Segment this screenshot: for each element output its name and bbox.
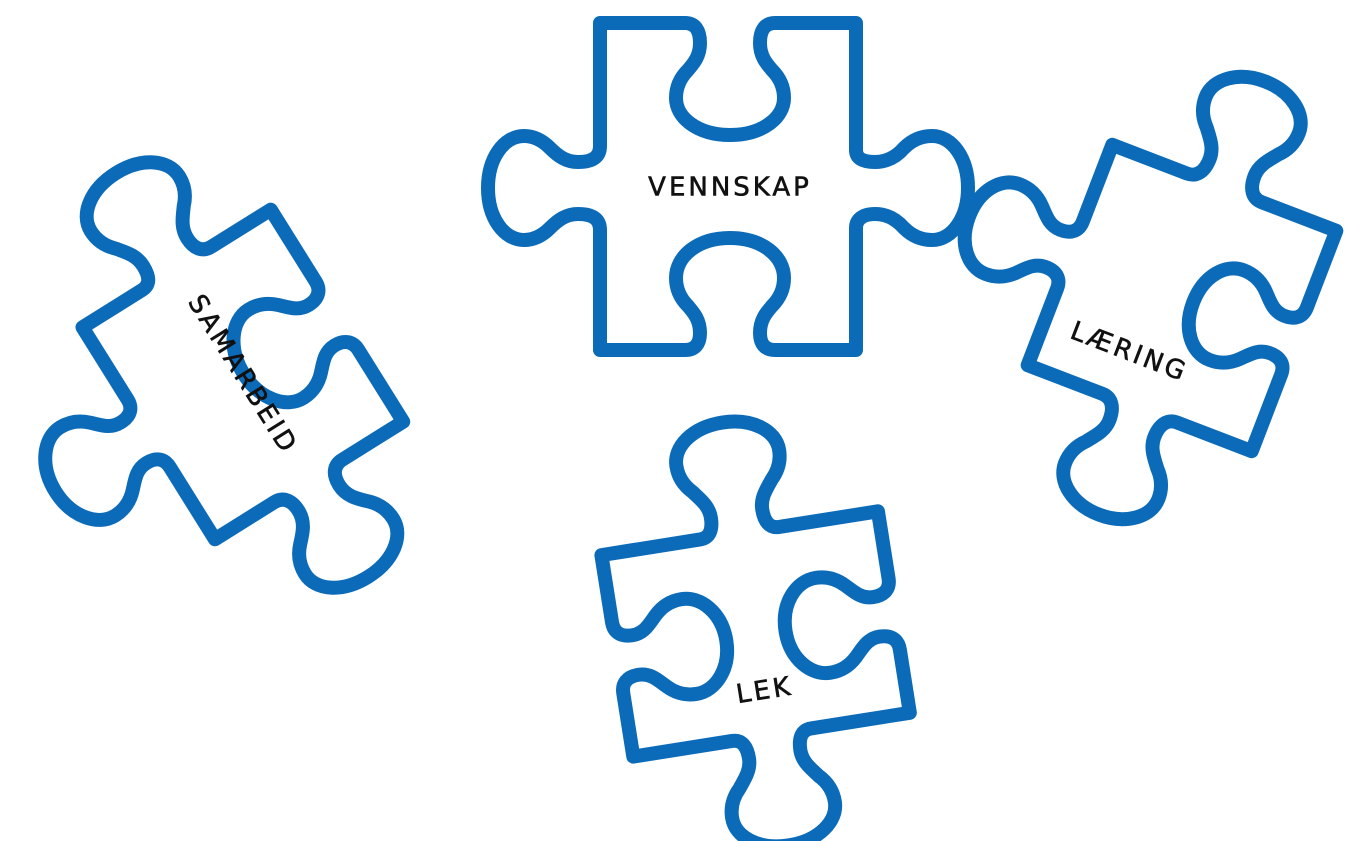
puzzle-piece-lek: LEK [594,414,917,841]
puzzle-piece-samarbeid-outline [38,155,411,595]
puzzle-piece-laering: LÆRING [957,69,1344,527]
puzzle-piece-vennskap-outline [481,16,975,357]
puzzle-piece-vennskap-label: VENNSKAP [648,173,812,203]
puzzle-piece-lek-outline [594,414,917,841]
puzzle-piece-laering-outline [957,69,1344,527]
puzzle-piece-vennskap: VENNSKAP [481,16,975,357]
puzzle-piece-samarbeid: SAMARBEID [38,155,411,595]
